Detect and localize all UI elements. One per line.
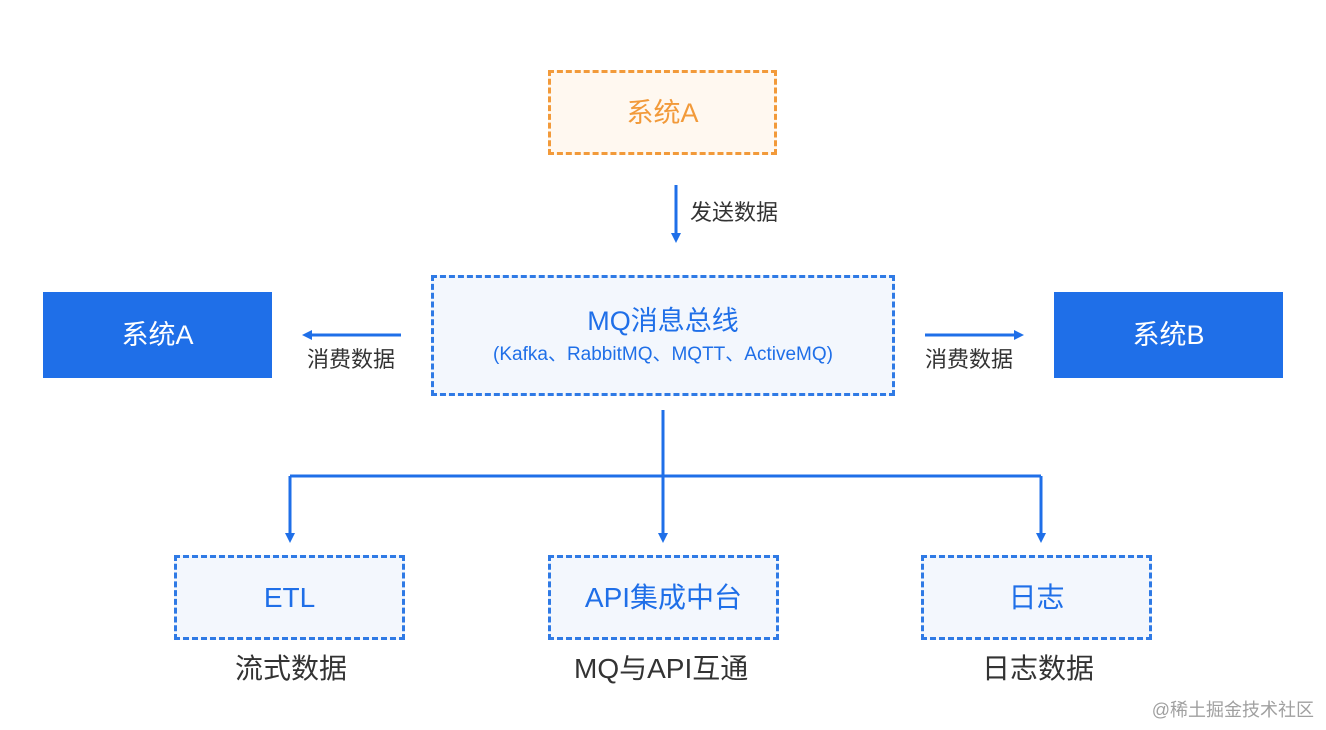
consume-left-label: 消费数据 bbox=[307, 347, 396, 372]
api-hub-box: API集成中台 bbox=[548, 555, 779, 640]
system-a-left-box: 系统A bbox=[43, 292, 272, 378]
system-b-right-box: 系统B bbox=[1054, 292, 1283, 378]
mq-bus-title: MQ消息总线 bbox=[587, 305, 739, 336]
etl-bottom-label: 流式数据 bbox=[235, 653, 348, 684]
consume-right-label: 消费数据 bbox=[925, 347, 1014, 372]
etl-label: ETL bbox=[263, 581, 316, 613]
api-hub-label: API集成中台 bbox=[584, 581, 743, 613]
system-a-left-label: 系统A bbox=[121, 320, 194, 350]
log-label: 日志 bbox=[1008, 581, 1065, 613]
etl-box: ETL bbox=[174, 555, 405, 640]
watermark: @稀土掘金技术社区 bbox=[1151, 700, 1314, 720]
system-b-right-label: 系统B bbox=[1132, 320, 1205, 350]
mq-bus-box: MQ消息总线 (Kafka、RabbitMQ、MQTT、ActiveMQ) bbox=[431, 275, 895, 396]
log-bottom-label: 日志数据 bbox=[982, 653, 1095, 684]
system-a-top-box: 系统A bbox=[548, 70, 777, 155]
system-a-top-label: 系统A bbox=[626, 97, 699, 128]
send-data-label: 发送数据 bbox=[690, 200, 779, 225]
mq-bus-subtitle: (Kafka、RabbitMQ、MQTT、ActiveMQ) bbox=[493, 343, 833, 365]
log-box: 日志 bbox=[921, 555, 1152, 640]
api-hub-bottom-label: MQ与API互通 bbox=[574, 653, 749, 684]
